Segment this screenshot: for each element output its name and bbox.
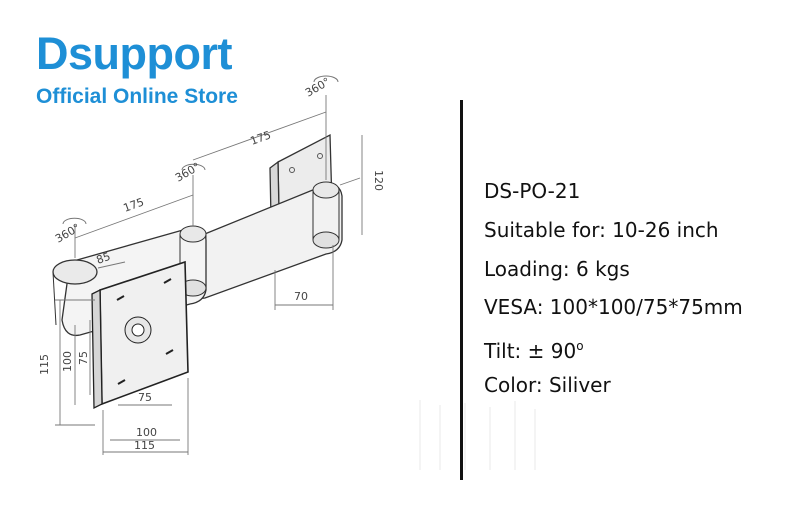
brand-subtitle: Official Online Store — [36, 85, 238, 108]
brand-name: Dsupport — [36, 28, 232, 79]
brand-block: Dsupport Official Online Store — [36, 30, 238, 110]
dimension-label: 115 — [38, 354, 51, 375]
reflection-graphic — [419, 400, 536, 470]
dimension-label: 115 — [134, 439, 155, 452]
arm-length-label: 175 — [122, 195, 146, 214]
dimension-label: 85 — [95, 250, 113, 267]
rotation-label: 360° — [173, 160, 202, 185]
rotation-label: 360° — [303, 75, 332, 100]
drawing-labels: 360° 360° 360° 175 175 85 120 70 115 100… — [38, 75, 385, 452]
spec-loading: Loading: 6 kgs — [484, 256, 630, 281]
rotation-label: 360° — [53, 221, 82, 246]
dimension-label: 100 — [61, 351, 74, 372]
vertical-divider — [460, 100, 463, 480]
spec-list: DS-PO-21 Suitable for: 10-26 inch Loadin… — [484, 172, 743, 405]
arm-length-label: 175 — [249, 128, 273, 147]
spec-model: DS-PO-21 — [484, 179, 581, 203]
dimension-label: 75 — [77, 351, 90, 365]
spec-color: Color: Siliver — [484, 372, 611, 397]
dimension-label: 100 — [136, 426, 157, 439]
dimension-label: 75 — [138, 391, 152, 404]
degree-symbol: o — [576, 339, 584, 354]
dimension-label: 120 — [372, 170, 385, 191]
dimension-label: 70 — [294, 290, 308, 303]
spec-tilt-text: Tilt: ± 90 — [484, 339, 577, 364]
spec-vesa: VESA: 100*100/75*75mm — [484, 295, 743, 320]
mount-technical-drawing: 360° 360° 360° 175 175 85 120 70 115 100… — [38, 75, 385, 455]
spec-tilt: Tilt: ± 90o — [484, 327, 743, 366]
spec-suitable: Suitable for: 10-26 inch — [484, 217, 719, 242]
